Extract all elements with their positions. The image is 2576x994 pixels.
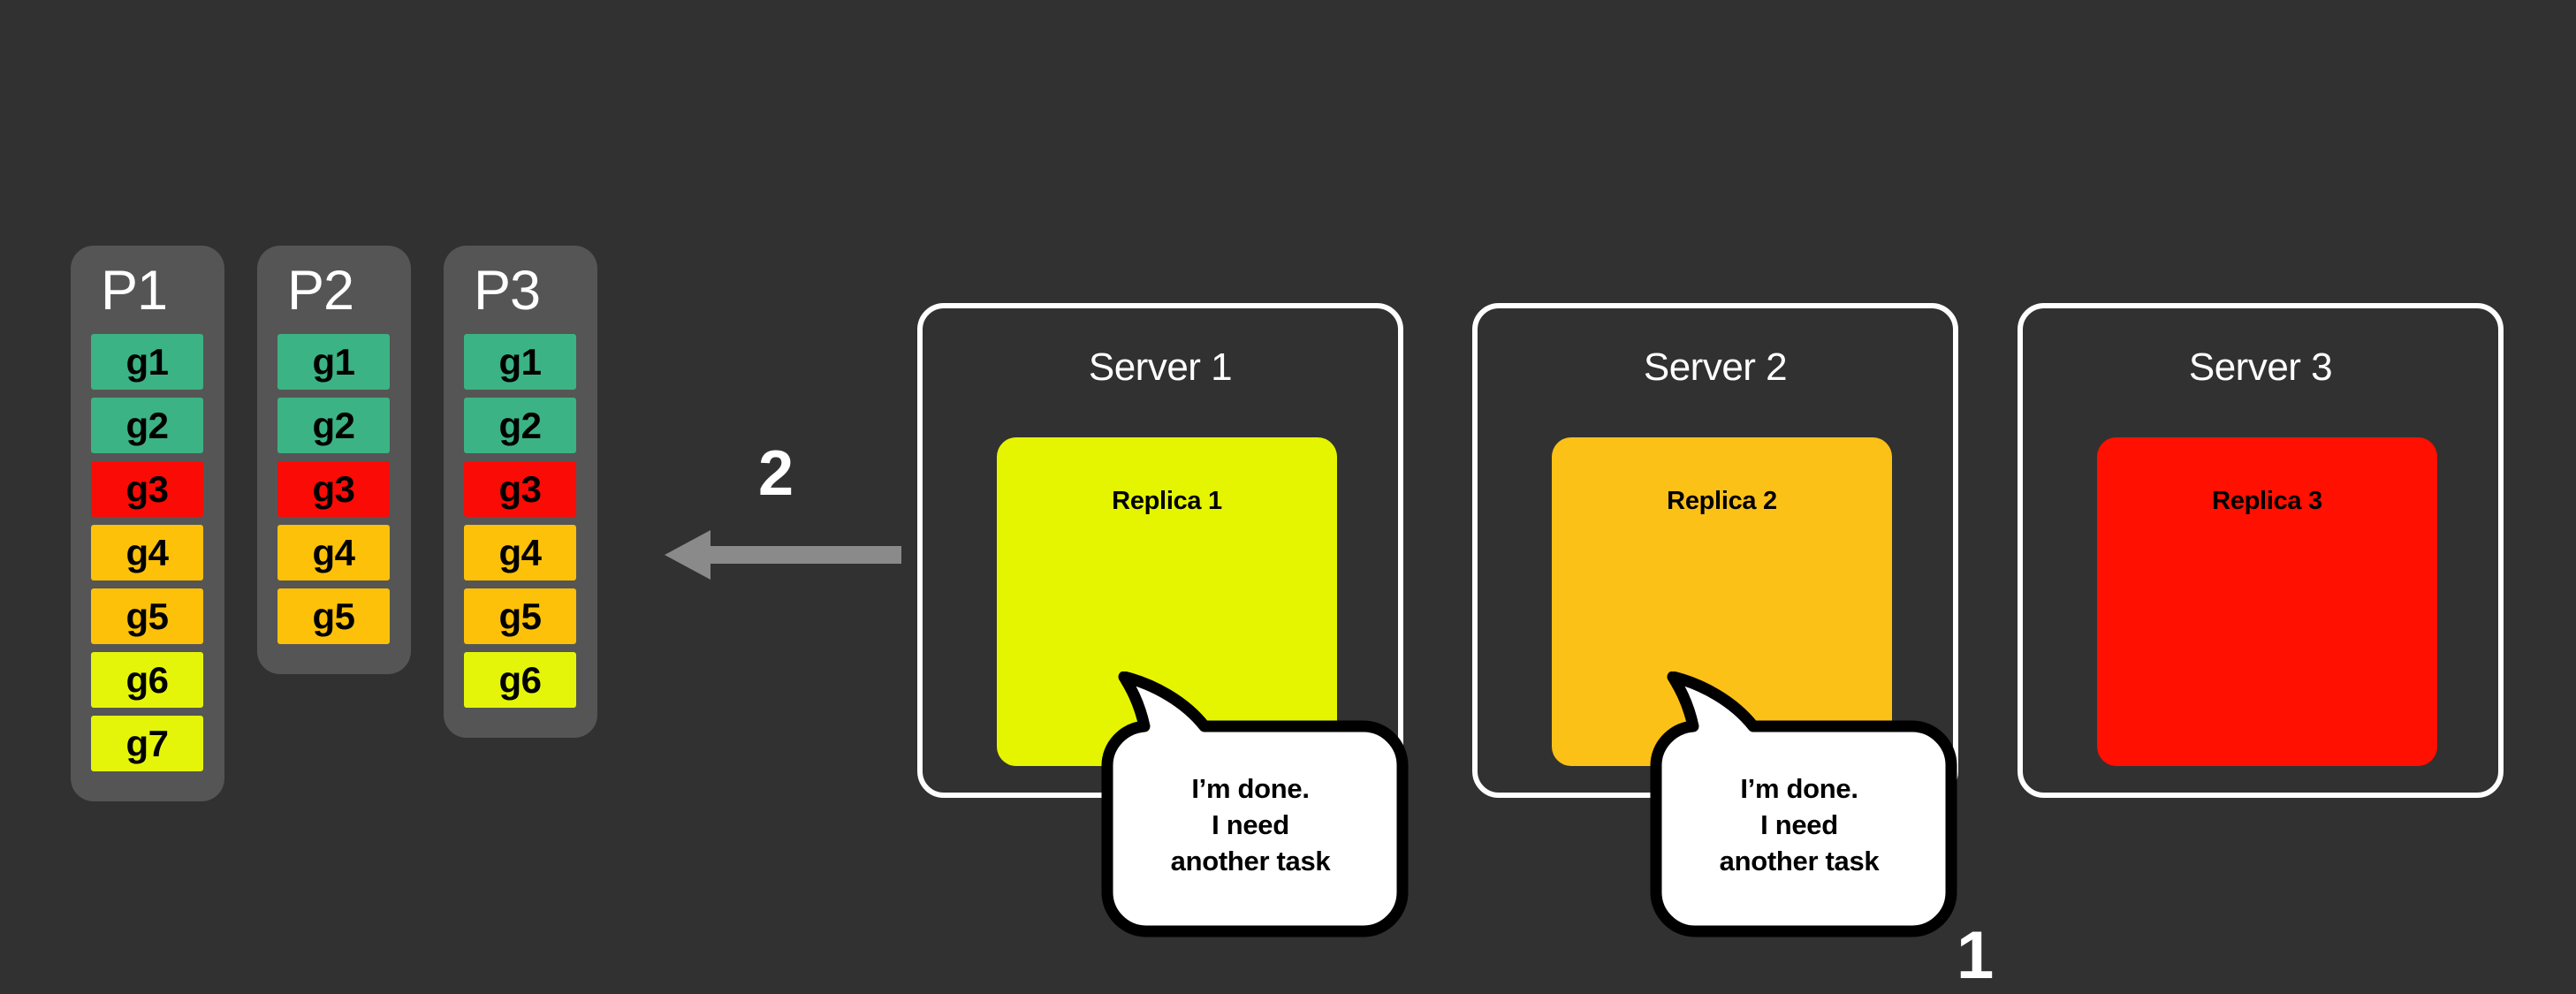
partition-p1-title: P1 [101, 260, 168, 322]
task-block-p3-g5[interactable]: g5 [464, 588, 576, 645]
partition-p2-task-list: g1 g2 g3 g4 g5 [257, 334, 411, 645]
server-1-replica-label: Replica 1 [1112, 487, 1222, 515]
bubble-1-line-2: I need [1212, 809, 1289, 841]
task-block-p3-g6[interactable]: g6 [464, 652, 576, 709]
server-2-card[interactable]: Server 2 Replica 2 [1472, 303, 1958, 798]
task-block-p2-g3[interactable]: g3 [277, 461, 390, 518]
partition-p2-title: P2 [287, 260, 354, 322]
bubble-2-line-3: another task [1719, 846, 1880, 877]
server-1-card[interactable]: Server 1 Replica 1 [917, 303, 1403, 798]
bubble-2-line-2: I need [1760, 809, 1838, 841]
server-3-replica-box[interactable]: Replica 3 [2097, 437, 2437, 766]
step-2-label: 2 [758, 438, 794, 509]
left-arrow-icon [665, 530, 901, 580]
server-3-replica-label: Replica 3 [2212, 487, 2322, 515]
task-block-p3-g4[interactable]: g4 [464, 525, 576, 581]
step-1-label: 1 [1957, 918, 1995, 993]
partition-p1-task-list: g1 g2 g3 g4 g5 g6 g7 [71, 334, 224, 772]
server-1-title: Server 1 [1088, 345, 1233, 389]
server-3-title: Server 3 [2188, 345, 2333, 389]
server-2-replica-box[interactable]: Replica 2 [1552, 437, 1892, 766]
task-block-p1-g3[interactable]: g3 [91, 461, 203, 518]
task-block-p3-g2[interactable]: g2 [464, 398, 576, 454]
step-2-annotation-group: 2 [665, 442, 903, 583]
task-block-p1-g7[interactable]: g7 [91, 716, 203, 772]
partition-p3-task-list: g1 g2 g3 g4 g5 g6 [444, 334, 597, 709]
server-2-title: Server 2 [1643, 345, 1788, 389]
bubble-1-line-3: another task [1170, 846, 1331, 877]
task-block-p2-g2[interactable]: g2 [277, 398, 390, 454]
task-block-p1-g5[interactable]: g5 [91, 588, 203, 645]
server-3-card[interactable]: Server 3 Replica 3 [2017, 303, 2504, 798]
partition-p1[interactable]: P1 g1 g2 g3 g4 g5 g6 g7 [71, 246, 224, 802]
server-2-replica-label: Replica 2 [1667, 487, 1777, 515]
task-block-p2-g4[interactable]: g4 [277, 525, 390, 581]
task-block-p1-g4[interactable]: g4 [91, 525, 203, 581]
task-block-p1-g1[interactable]: g1 [91, 334, 203, 391]
partition-p2[interactable]: P2 g1 g2 g3 g4 g5 [257, 246, 411, 675]
task-block-p1-g2[interactable]: g2 [91, 398, 203, 454]
partition-p3[interactable]: P3 g1 g2 g3 g4 g5 g6 [444, 246, 597, 739]
server-1-replica-box[interactable]: Replica 1 [997, 437, 1337, 766]
partition-p3-title: P3 [474, 260, 541, 322]
task-block-p3-g3[interactable]: g3 [464, 461, 576, 518]
task-block-p3-g1[interactable]: g1 [464, 334, 576, 391]
task-block-p1-g6[interactable]: g6 [91, 652, 203, 709]
task-block-p2-g5[interactable]: g5 [277, 588, 390, 645]
task-block-p2-g1[interactable]: g1 [277, 334, 390, 391]
